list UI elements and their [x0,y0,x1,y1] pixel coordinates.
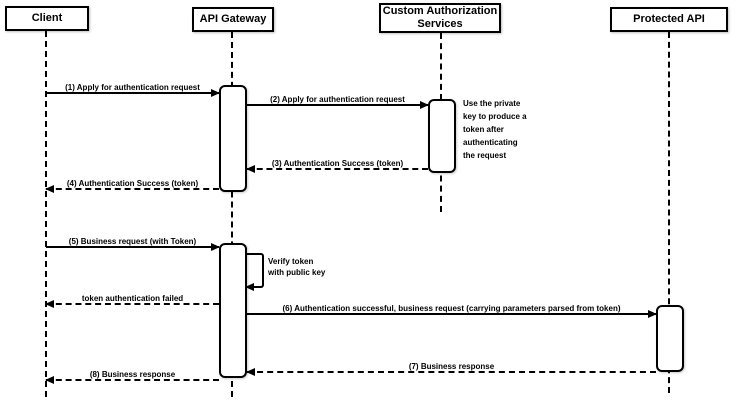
message-6-auth-successful-business-request: (6) Authentication successful, business … [247,304,657,318]
message-1-label: (1) Apply for authentication request [65,83,200,92]
self-message-verify-token-label: Verify token with public key [268,257,326,277]
arrowhead-right-icon [211,89,220,97]
arrowhead-left-icon [45,300,54,308]
message-5-business-request: (5) Business request (with Token) [46,237,220,251]
actor-custom-authorization-services: Custom Authorization Services [379,3,501,33]
activation-api-gateway-auth [219,85,247,192]
arrowhead-left-icon [45,376,54,384]
message-7-business-response: (7) Business response [246,362,656,376]
message-4-auth-success: (4) Authentication Success (token) [45,179,219,193]
actor-api-gateway: API Gateway [192,7,274,32]
arrowhead-left-icon [45,185,54,193]
actor-protected-api: Protected API [610,7,728,32]
message-5-label: (5) Business request (with Token) [68,237,197,246]
actor-client-label: Client [31,12,63,24]
arrowhead-right-icon [420,101,429,109]
activation-protected-api [656,305,684,372]
self-message-verify-token [245,253,264,291]
message-2-label: (2) Apply for authentication request [270,95,405,104]
message-token-auth-failed-label: token authentication failed [81,294,184,303]
lifeline-client [45,31,47,397]
message-6-label: (6) Authentication successful, business … [282,304,621,313]
message-token-auth-failed: token authentication failed [45,294,219,308]
message-3-auth-success: (3) Authentication Success (token) [246,159,428,173]
message-2-apply-authentication: (2) Apply for authentication request [247,95,429,109]
lifeline-protected-api [668,32,670,393]
arrowhead-right-icon [648,310,657,318]
actor-api-gateway-label: API Gateway [199,13,267,25]
note-private-key: Use the private key to produce a token a… [463,99,527,160]
arrowhead-right-icon [211,243,220,251]
lifeline-api-gateway [231,32,233,397]
actor-client: Client [5,6,89,31]
activation-custom-authorization-services [428,99,456,173]
actor-protected-api-label: Protected API [633,13,705,25]
message-1-apply-authentication: (1) Apply for authentication request [46,83,220,97]
actor-custom-authorization-services-label: Custom Authorization Services [382,5,498,30]
message-4-label: (4) Authentication Success (token) [66,179,199,188]
message-8-business-response: (8) Business response [45,370,219,384]
arrowhead-left-icon [246,368,255,376]
activation-api-gateway-business [219,243,247,378]
arrowhead-left-icon [246,165,255,173]
message-7-label: (7) Business response [408,362,495,371]
message-8-label: (8) Business response [89,370,176,379]
arrowhead-left-icon [245,283,254,291]
message-3-label: (3) Authentication Success (token) [271,159,404,168]
